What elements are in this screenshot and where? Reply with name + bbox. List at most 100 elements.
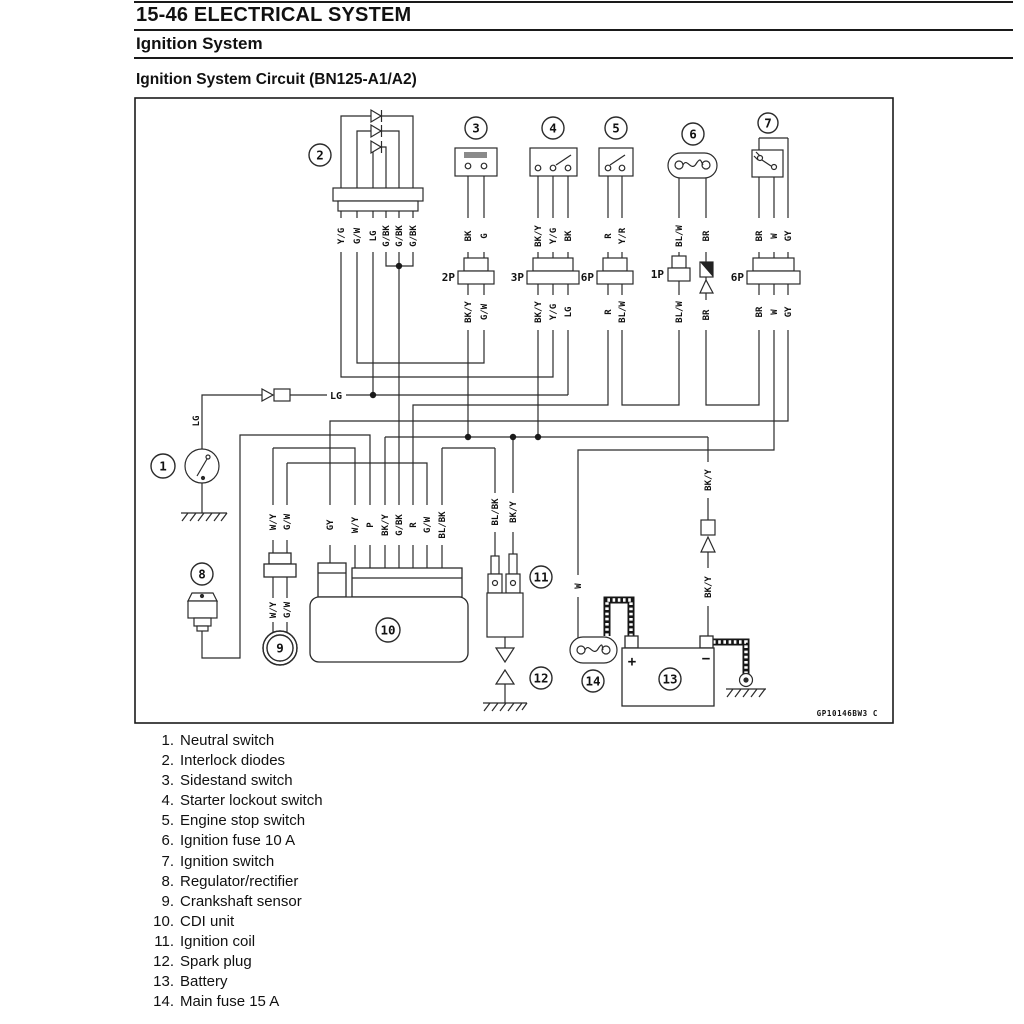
cdi-unit-symbol [309, 562, 469, 663]
bky-connector-icon [700, 519, 716, 553]
inline-wire-label: LG [330, 391, 342, 402]
legend-item-label: Engine stop switch [180, 812, 306, 830]
component-marker-circle [658, 667, 682, 691]
wire-color-label: W [574, 583, 584, 589]
component-number: 8 [198, 566, 206, 581]
legend-item-number: 2. [161, 752, 174, 770]
neutral-switch-symbol [184, 387, 291, 484]
legend-item-label: Ignition fuse 10 A [180, 832, 296, 850]
ignition-coil-symbol [486, 553, 524, 638]
wire-color-label: Y/G [549, 228, 559, 244]
legend-item: 10. CDI unit [148, 912, 323, 932]
wire-color-label: P [366, 522, 376, 528]
legend-item-number: 9. [161, 892, 174, 910]
component-marker-circle [541, 116, 565, 140]
legend-item-number: 10. [153, 912, 174, 930]
section-title: Ignition System [136, 34, 263, 53]
ignition-switch-symbol [751, 149, 784, 178]
legend-item: 7. Ignition switch [148, 852, 323, 872]
component-number: 5 [612, 120, 620, 135]
legend-item-number: 1. [161, 732, 174, 749]
component-number: 12 [533, 670, 548, 685]
ground-bolt-icon [738, 672, 754, 688]
misc-text-layer: + − GP10146BW3 C [628, 651, 878, 718]
legend-item-label: Neutral switch [180, 732, 275, 749]
component-number: 7 [764, 115, 772, 130]
wire-color-label: G [480, 233, 490, 238]
wire-color-label: Y/G [549, 304, 559, 320]
junction-dots [369, 262, 542, 441]
legend-item-number: 5. [161, 812, 174, 830]
diagram-border [134, 97, 894, 724]
component-marker-circle [375, 617, 401, 643]
component-marker-circle [308, 143, 332, 167]
wire-color-label: LG [369, 231, 379, 242]
legend-item: 4.Starter lockout switch [148, 791, 322, 811]
wire-color-label: BK/Y [704, 576, 714, 598]
component-number: 11 [533, 569, 548, 584]
legend-item-label: Battery [180, 973, 228, 991]
legend-item-label: Sidestand switch [180, 772, 293, 790]
legend-item: 5. Engine stop switch [148, 811, 323, 831]
legend-item-label: Interlock diodes [180, 752, 286, 770]
component-marker-circle [262, 630, 298, 666]
wire-color-label: GY [784, 306, 794, 317]
wire-color-label: BK/Y [534, 301, 544, 323]
legend-item: 1. Neutral switch [148, 731, 323, 751]
component-number: 14 [585, 673, 600, 688]
component-marker-circle [464, 116, 488, 140]
component-number: 2 [316, 147, 324, 162]
wire-color-label: BK/Y [509, 501, 519, 523]
legend-item-label: Spark plug [180, 953, 252, 971]
legend-item-number: 11. [154, 932, 174, 950]
wire-color-label: G/W [283, 601, 293, 618]
component-marker-circle [604, 116, 628, 140]
legend-item-number: 13. [153, 973, 174, 991]
component-number: 6 [689, 126, 697, 141]
wire-color-label: R [604, 233, 614, 239]
legend-item-number: 12. [153, 953, 174, 971]
wire-color-label: G/BK [395, 514, 405, 536]
spark-plug-symbol [494, 647, 516, 685]
wire-color-label: GY [326, 519, 336, 530]
legend-item-label: Ignition coil [180, 932, 256, 950]
legend-item-label: CDI unit [180, 912, 235, 930]
connector-pin-count-label: 1P [651, 268, 665, 281]
legend-item-number: 14. [153, 993, 174, 1011]
battery-plus-label: + [628, 654, 636, 670]
main-fuse-symbol [569, 636, 618, 664]
legend-item-number: 7. [161, 852, 174, 870]
battery-minus-label: − [702, 651, 710, 667]
wire-color-label: BR [702, 309, 712, 320]
legend-item-label: Crankshaft sensor [180, 892, 302, 910]
connector-pin-count-label: 3P [511, 271, 525, 284]
wire-color-label: BR [755, 230, 765, 241]
component-marker-inner-circle [266, 634, 294, 662]
wire-color-label: Y/G [337, 228, 347, 244]
wire-color-label: GY [784, 230, 794, 241]
wire-color-label: G/W [283, 513, 293, 530]
component-number: 1 [159, 458, 167, 473]
legend-item: 3.Sidestand switch [148, 771, 323, 791]
legend-item-label: Ignition switch [180, 852, 275, 870]
wire-color-label: LG [192, 416, 202, 427]
wire-color-label: G/BK [395, 225, 405, 247]
legend-item: 14.Main fuse 15 A [148, 992, 323, 1012]
wire-color-label: Y/R [618, 227, 628, 244]
engine-stop-switch-symbol [598, 147, 634, 177]
component-number: 10 [380, 622, 395, 637]
interlock-diodes-symbol [332, 108, 424, 212]
legend-item: 11. Ignition coil [148, 932, 323, 952]
wire-color-label: BK/Y [464, 301, 474, 323]
figure-code: GP10146BW3 C [817, 709, 878, 718]
wire-color-label: BL/BK [491, 498, 501, 526]
wire-color-label: BR [702, 230, 712, 241]
wire-color-label: R [604, 309, 614, 315]
connector-pin-count-label: 6P [731, 271, 745, 284]
component-marker-circle [681, 122, 705, 146]
diode-icon [370, 108, 383, 155]
wire-color-label: W [770, 233, 780, 239]
